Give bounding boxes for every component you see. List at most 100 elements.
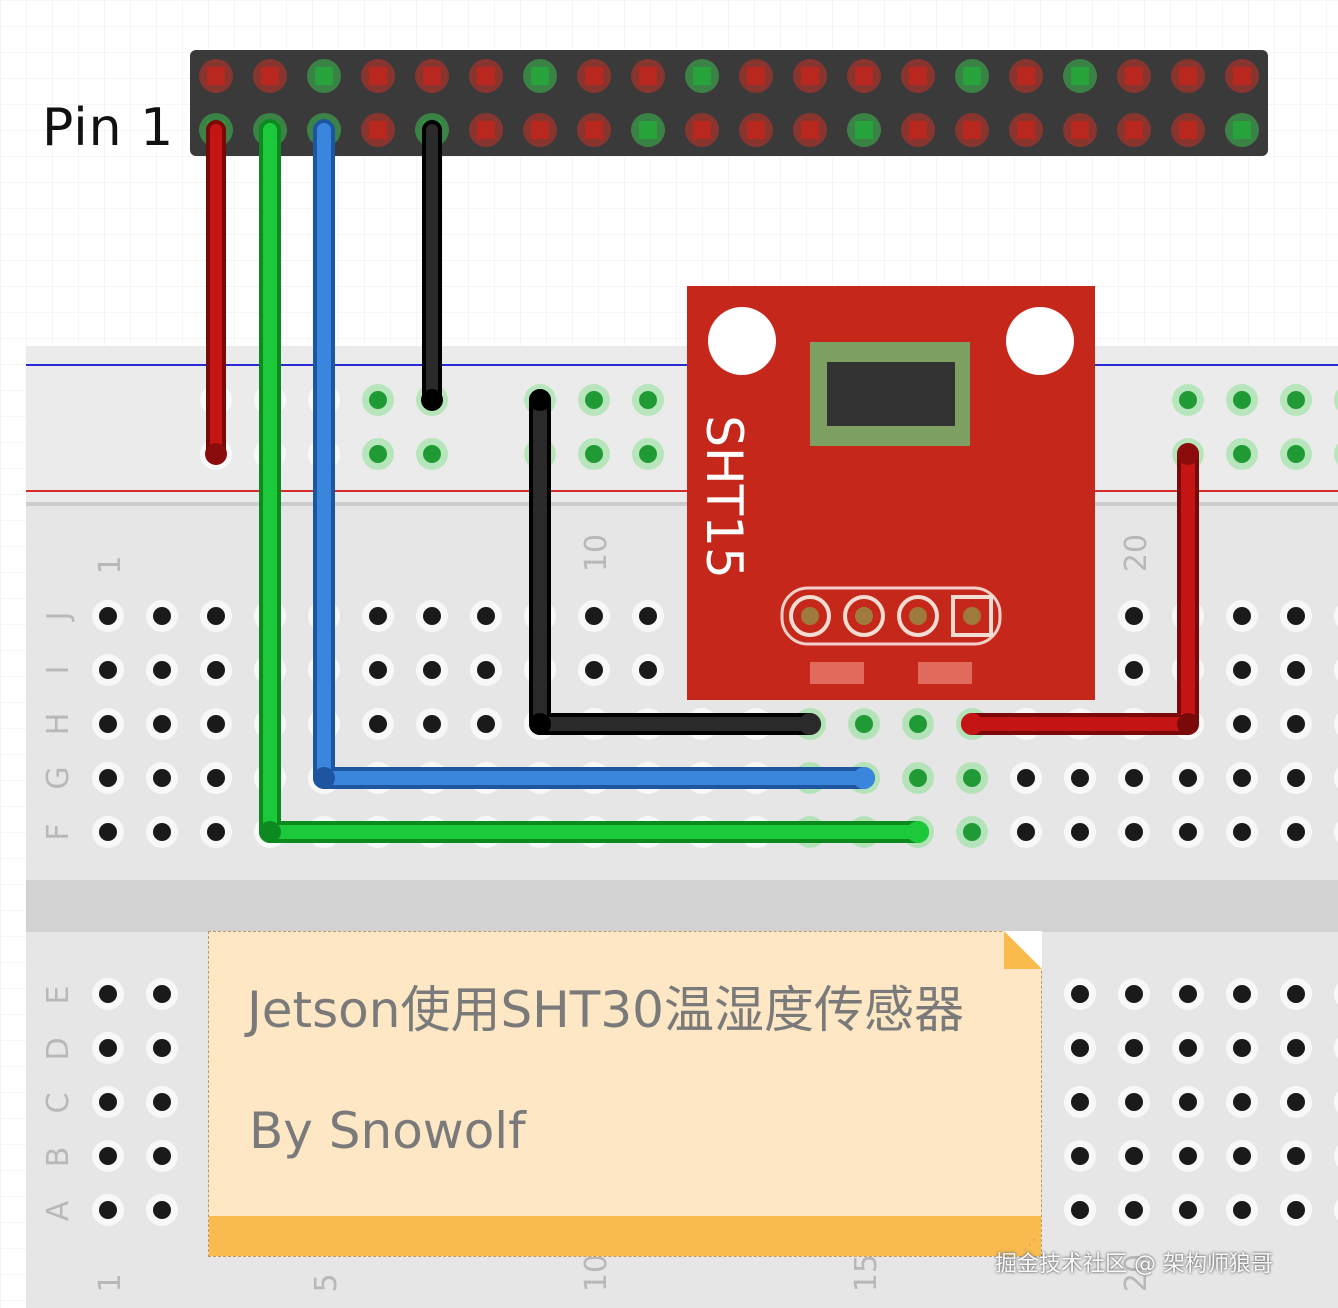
wire-end (853, 767, 875, 789)
header-pin-red (477, 67, 495, 85)
note-author: By Snowolf (249, 1102, 526, 1160)
hole (1179, 985, 1197, 1003)
sht15-module: SHT15 (687, 286, 1095, 700)
column-labels: 1 10 20 1 5 10 15 20 (93, 534, 1154, 1293)
hole-connected (369, 445, 387, 463)
hole (369, 607, 387, 625)
hole-halo (1334, 821, 1338, 843)
hole (423, 715, 441, 733)
hole-connected (909, 769, 927, 787)
smd-pad-right (918, 662, 972, 684)
hole-connected (1287, 445, 1305, 463)
hole-connected (585, 391, 603, 409)
header-pin-green (639, 121, 657, 139)
hole (207, 607, 225, 625)
hole (1287, 985, 1305, 1003)
hole (423, 661, 441, 679)
hole (1233, 823, 1251, 841)
hole (153, 1147, 171, 1165)
header-pin-red (1125, 67, 1143, 85)
hole (153, 715, 171, 733)
wire-end (799, 713, 821, 735)
hole (207, 715, 225, 733)
hole (1125, 769, 1143, 787)
header-pin-green (1071, 67, 1089, 85)
header-pin-red (1071, 121, 1089, 139)
header-pin1-label: Pin 1 (42, 98, 175, 158)
hole (1179, 1093, 1197, 1111)
header-pin-red (855, 67, 873, 85)
header-pin-red (693, 121, 711, 139)
hole (153, 1093, 171, 1111)
hole (477, 715, 495, 733)
hole (1125, 1093, 1143, 1111)
hole (99, 1147, 117, 1165)
hole (99, 823, 117, 841)
note-title: Jetson使用SHT30温湿度传感器 (247, 981, 964, 1039)
hole (1233, 607, 1251, 625)
header-pin-red (207, 67, 225, 85)
header-pin-red (477, 121, 495, 139)
hole (1233, 1201, 1251, 1219)
hole (1179, 1147, 1197, 1165)
header-pin-red (369, 121, 387, 139)
header-pin-red (585, 121, 603, 139)
hole (153, 1039, 171, 1057)
column-label-top-10: 10 (579, 534, 614, 572)
column-label-bottom-20: 20 (1119, 1254, 1154, 1292)
hole (1233, 985, 1251, 1003)
hole-halo (1334, 1091, 1338, 1113)
header-pin-red (1179, 121, 1197, 139)
hole-halo (1334, 983, 1338, 1005)
hole-halo (1334, 1199, 1338, 1221)
hole (477, 661, 495, 679)
watermark: 掘金技术社区 @ 架构师狼哥 (995, 1252, 1273, 1277)
hole-halo (1334, 767, 1338, 789)
header-pin-red (747, 67, 765, 85)
hole-connected (585, 445, 603, 463)
hole-connected (639, 391, 657, 409)
module-pad-core (801, 607, 819, 625)
hole-connected (909, 715, 927, 733)
hole (1287, 607, 1305, 625)
row-letter-g: G (41, 766, 76, 789)
hole (1233, 1039, 1251, 1057)
hole (1017, 769, 1035, 787)
hole-halo (1334, 713, 1338, 735)
row-letter-b: B (41, 1147, 76, 1168)
hole (207, 823, 225, 841)
header-pin-red (639, 67, 657, 85)
hole-halo (1334, 605, 1338, 627)
hole (477, 607, 495, 625)
wire-end (421, 389, 443, 411)
header-pin-red (801, 121, 819, 139)
smd-pad-left (810, 662, 864, 684)
hole (369, 661, 387, 679)
pad-outline (780, 586, 1002, 646)
header-pin-green (1233, 121, 1251, 139)
hole-connected (423, 445, 441, 463)
header-pin-red (531, 121, 549, 139)
wire-end (907, 821, 929, 843)
header-pin-red (1179, 67, 1197, 85)
hole (1233, 715, 1251, 733)
header-pin-green (315, 67, 333, 85)
hole-halo (1334, 443, 1338, 465)
column-label-bottom-1: 1 (93, 1273, 128, 1292)
hole-connected (1233, 445, 1251, 463)
header-pin-red (1017, 121, 1035, 139)
hole (99, 769, 117, 787)
hole-halo (1334, 1037, 1338, 1059)
row-letters: J I H G F E D C B A (41, 612, 76, 1222)
wire-end (259, 821, 281, 843)
hole (1125, 985, 1143, 1003)
header-pin-green (531, 67, 549, 85)
hole (1071, 823, 1089, 841)
column-label-bottom-10: 10 (579, 1254, 614, 1292)
hole (1071, 1147, 1089, 1165)
mount-hole-right (1006, 307, 1074, 375)
hole (153, 985, 171, 1003)
header-pin-red (963, 121, 981, 139)
hole (1287, 823, 1305, 841)
